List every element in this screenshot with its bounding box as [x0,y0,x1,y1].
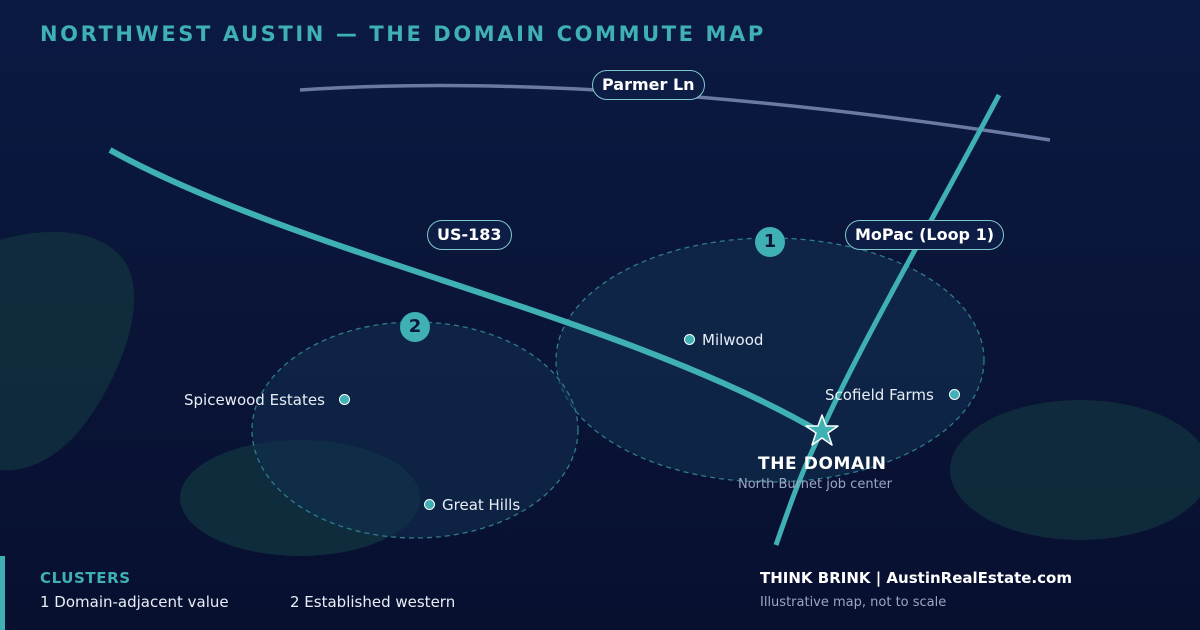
cluster-area-1 [555,237,985,483]
place-marker-great-hills [424,499,435,510]
the-domain-subtitle: North Burnet job center [738,477,893,492]
place-label-spicewood: Spicewood Estates [184,391,325,409]
place-label-great-hills: Great Hills [442,496,521,514]
terrain-patch-west [0,231,135,471]
place-label-milwood: Milwood [702,331,764,349]
place-marker-scofield [949,389,960,400]
cluster-badge-1: 1 [755,227,785,257]
place-label-scofield: Scofield Farms [825,386,934,404]
brand-credit: THINK BRINK | AustinRealEstate.com [760,569,1072,587]
place-marker-milwood [684,334,695,345]
legend-item-2: 2 Established western [290,593,456,611]
cluster-badge-2: 2 [400,312,430,342]
road-label-mopac: MoPac (Loop 1) [845,220,1005,250]
legend-accent-bar [0,556,5,630]
cluster-area-2 [251,321,579,539]
map-title: NORTHWEST AUSTIN — THE DOMAIN COMMUTE MA… [40,22,766,46]
the-domain-star-icon [805,414,839,446]
the-domain-label: THE DOMAIN [758,454,887,474]
road-label-parmer: Parmer Ln [592,70,705,100]
road-us-183 [108,147,822,435]
road-label-us-183: US-183 [427,220,512,250]
road-mopac [773,93,1002,546]
legend-title: CLUSTERS [40,569,131,587]
place-marker-spicewood [339,394,350,405]
scale-note: Illustrative map, not to scale [760,595,947,610]
terrain-patch-east [950,400,1200,540]
legend-item-1: 1 Domain-adjacent value [40,593,229,611]
